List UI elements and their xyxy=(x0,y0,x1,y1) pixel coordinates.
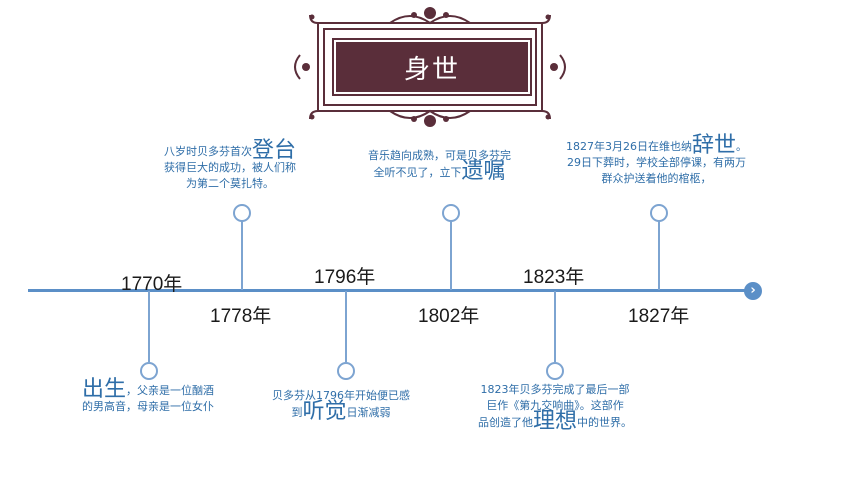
node-1796 xyxy=(337,362,355,380)
keyword-debut: 登台 xyxy=(252,138,297,163)
stem-1778 xyxy=(241,220,243,290)
event-death: 1827年3月26日在维也纳辞世。 29日下葬时，学校全部停课，有两万 群众护送… xyxy=(566,133,748,186)
node-1802 xyxy=(442,204,460,222)
year-label-1778: 1778年 xyxy=(210,306,272,327)
node-1823 xyxy=(546,362,564,380)
node-1778 xyxy=(233,204,251,222)
node-1827 xyxy=(650,204,668,222)
timeline-arrow-icon: › xyxy=(744,282,762,300)
event-birth: 出生，父亲是一位酗酒 的男高音，母亲是一位女仆 xyxy=(82,377,215,414)
keyword-death: 辞世 xyxy=(692,133,737,158)
year-label-1796: 1796年 xyxy=(314,267,376,288)
timeline-axis xyxy=(28,289,750,292)
keyword-ideal: 理想 xyxy=(533,409,578,434)
keyword-birth: 出生 xyxy=(82,377,127,402)
event-ideal: 1823年贝多芬完成了最后一部 巨作《第九交响曲》。这部作 品创造了他理想中的世… xyxy=(478,383,633,434)
stem-1823 xyxy=(554,291,556,362)
stem-1802 xyxy=(450,220,452,290)
year-label-1827: 1827年 xyxy=(628,306,690,327)
stem-1796 xyxy=(345,291,347,362)
page-title: 身世 xyxy=(403,54,460,85)
event-hearing: 贝多芬从1796年开始便已感 到听觉日渐减弱 xyxy=(272,389,410,424)
event-debut: 八岁时贝多芬首次登台 获得巨大的成功，被人们称 为第二个莫扎特。 xyxy=(164,138,297,191)
year-label-1823: 1823年 xyxy=(523,267,585,288)
title-banner: 身世 xyxy=(334,40,530,94)
stem-1827 xyxy=(658,220,660,290)
year-label-1802: 1802年 xyxy=(418,306,480,327)
keyword-will: 遗嘱 xyxy=(461,159,506,184)
event-will: 音乐趋向成熟，可是贝多芬完 全听不见了，立下遗嘱 xyxy=(368,149,511,184)
year-label-1770: 1770年 xyxy=(121,274,183,295)
stem-1770 xyxy=(148,291,150,362)
node-1770 xyxy=(140,362,158,380)
ornament-frame-icon xyxy=(294,7,566,127)
keyword-hearing: 听觉 xyxy=(302,399,347,424)
